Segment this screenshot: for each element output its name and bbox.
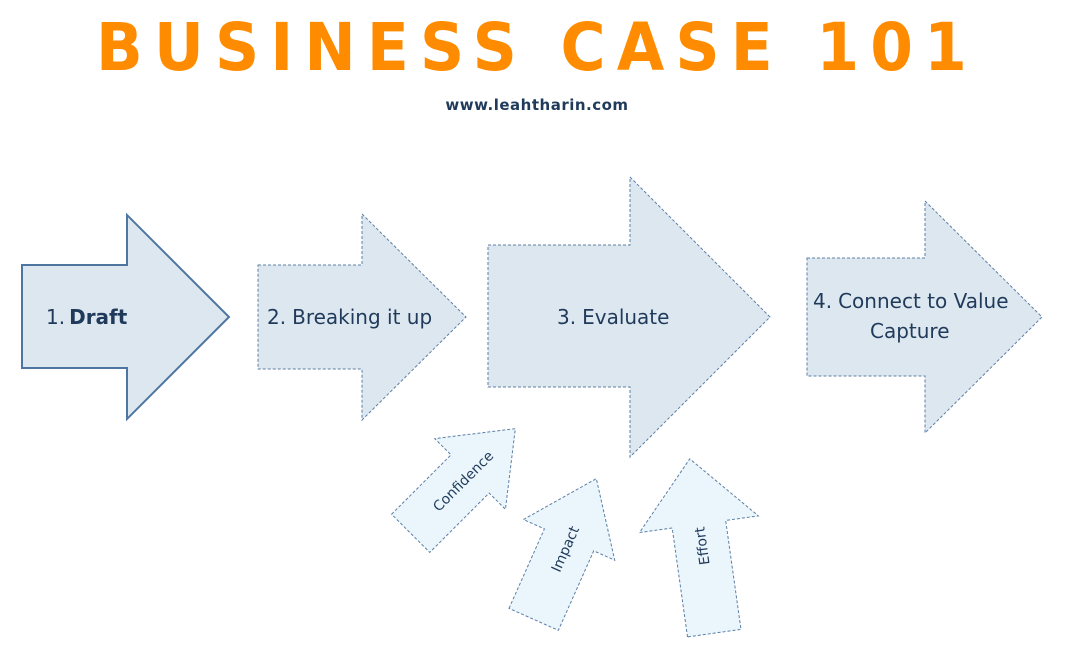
step-arrow-draft: 1.Draft <box>21 212 231 422</box>
factor-arrow-impact-shape <box>508 477 616 631</box>
factor-arrow-confidence: Confidence <box>390 428 516 554</box>
step-arrow-draft-shape <box>21 212 231 422</box>
step-label-evaluate: 3.Evaluate <box>557 305 669 329</box>
page-title: BUSINESS CASE 101 <box>96 9 978 86</box>
step-arrow-breaking-it-up-shape <box>257 212 467 422</box>
step-arrow-connect-shape <box>806 199 1043 435</box>
website-url: www.leahtharin.com <box>445 96 629 114</box>
step-label-breaking-it-up: 2.Breaking it up <box>267 305 432 329</box>
step-arrow-evaluate: 3.Evaluate <box>487 175 771 459</box>
factor-label-effort: Effort <box>692 525 713 566</box>
step-label-capture: Capture <box>870 319 950 343</box>
step-label-draft: 1.Draft <box>46 305 128 329</box>
factor-arrow-confidence-shape <box>390 428 516 554</box>
step-label-connect-to-value: 4.Connect to Value <box>813 289 1009 313</box>
factor-arrow-effort-shape <box>638 458 760 638</box>
step-arrow-connect-to-value-capture: 4.Connect to Value Capture <box>806 199 1043 435</box>
factor-arrow-impact: Impact <box>508 477 616 631</box>
factor-arrow-effort: Effort <box>638 458 760 638</box>
step-arrow-evaluate-shape <box>487 175 771 459</box>
step-arrow-breaking-it-up: 2.Breaking it up <box>257 212 467 422</box>
